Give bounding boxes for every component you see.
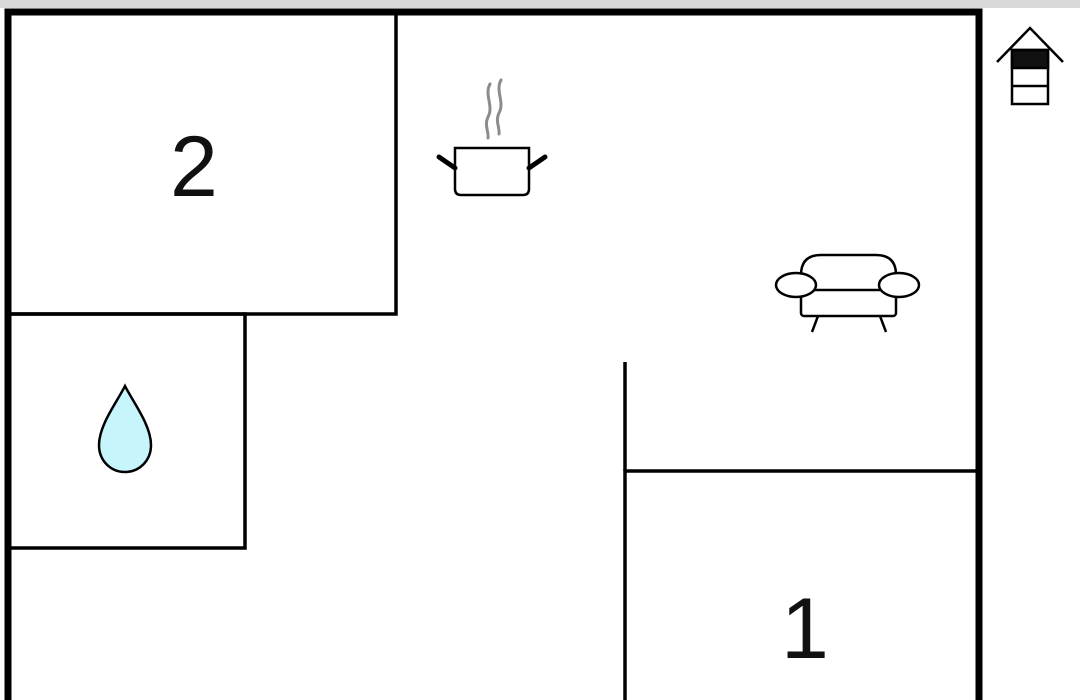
steam-icon <box>484 78 503 140</box>
outer-wall <box>4 8 983 700</box>
room-bathroom <box>8 312 247 550</box>
sofa-icon <box>774 253 921 333</box>
outer-walls <box>4 8 983 700</box>
water-drop-icon <box>97 383 153 474</box>
room-label-bedroom-2: 2 <box>170 119 218 215</box>
room-label-bedroom-1: 1 <box>781 581 829 677</box>
house-floor-icon <box>996 26 1064 106</box>
top-border-strip <box>0 0 1080 8</box>
cooking-pot-icon <box>436 78 548 197</box>
